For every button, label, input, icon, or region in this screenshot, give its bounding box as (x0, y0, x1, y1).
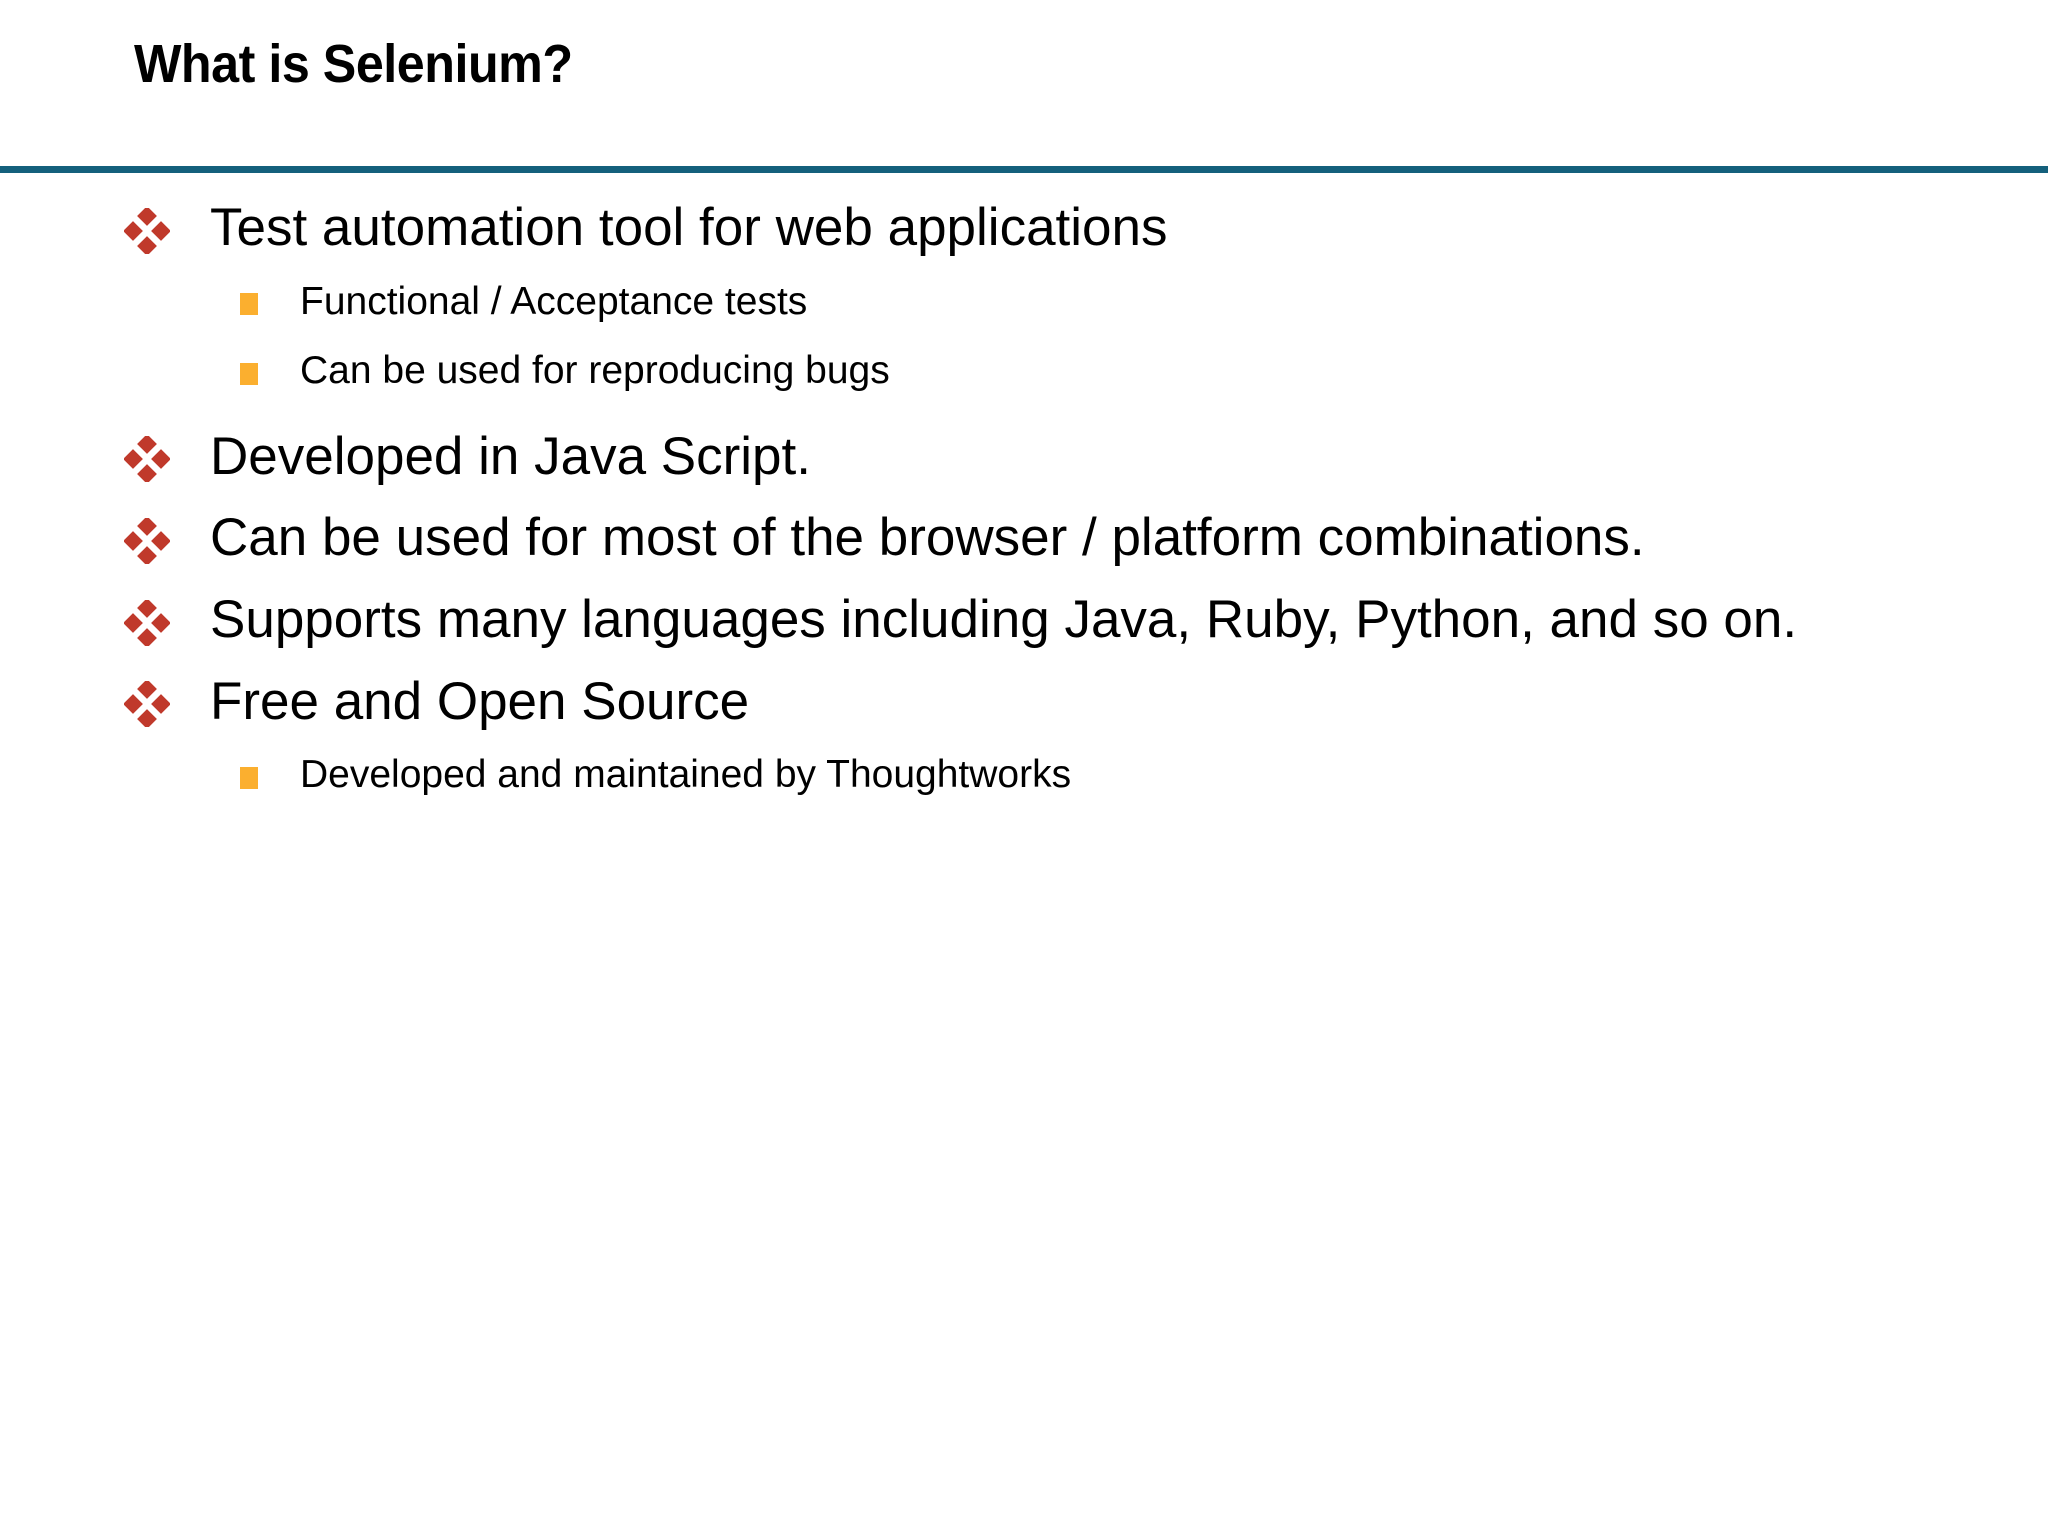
small-square-icon (240, 766, 258, 789)
list-item: Functional / Acceptance tests (0, 278, 2048, 326)
list-item-label: Can be used for reproducing bugs (300, 349, 890, 393)
list-item-label: Test automation tool for web application… (210, 198, 1168, 257)
list-item-label: Free and Open Source (210, 671, 750, 731)
list-item-label: Developed and maintained by Thoughtworks (300, 753, 1072, 797)
page-title: What is Selenium? (134, 34, 573, 94)
diamond-cluster-icon (124, 207, 170, 254)
list-item: Test automation tool for web application… (0, 196, 2000, 260)
diamond-cluster-icon (124, 518, 170, 564)
title-divider-rule (0, 166, 2048, 173)
list-item-label: Developed in Java Script. (210, 426, 811, 486)
list-item-label: Supports many languages including Java, … (210, 589, 1798, 649)
list-item: Can be used for most of the browser / pl… (0, 506, 2000, 570)
list-item-label: Functional / Acceptance tests (300, 279, 808, 323)
list-item: Developed and maintained by Thoughtworks (0, 751, 2048, 799)
diamond-cluster-icon (124, 599, 170, 646)
list-item: Supports many languages including Java, … (0, 588, 2000, 652)
bullet-list: Test automation tool for web application… (0, 196, 2048, 799)
slide-body: Test automation tool for web application… (0, 196, 2048, 1536)
small-square-icon (240, 362, 258, 385)
slide-title-area: What is Selenium? (0, 0, 2048, 173)
diamond-cluster-icon (124, 436, 170, 483)
small-square-icon (240, 293, 258, 316)
diamond-cluster-icon (124, 681, 170, 728)
list-item-label: Can be used for most of the browser / pl… (210, 508, 1645, 568)
list-item: Can be used for reproducing bugs (0, 347, 2048, 395)
list-item: Developed in Java Script. (0, 425, 2000, 489)
list-item: Free and Open Source (0, 670, 2000, 734)
